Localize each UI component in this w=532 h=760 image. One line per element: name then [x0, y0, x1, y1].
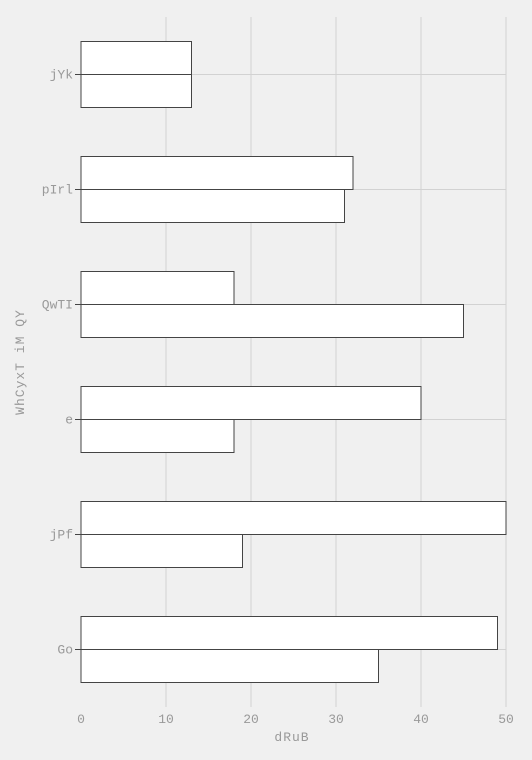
bar-pIrl-series-1 [80, 156, 354, 190]
x-tick-label: 40 [413, 712, 429, 727]
x-axis-title: dRuB [274, 730, 309, 745]
bar-Go-series-1 [80, 616, 498, 650]
x-tick-label: 30 [328, 712, 344, 727]
y-tick-label: e [65, 413, 73, 428]
bar-QwTI-series-2 [80, 304, 464, 338]
bar-jYk-series-1 [80, 41, 192, 75]
y-axis-title: WhCyxT iM QY [13, 309, 28, 415]
bar-QwTI-series-1 [80, 271, 235, 305]
x-tick-label: 10 [158, 712, 174, 727]
y-tick-label: Go [57, 643, 73, 658]
bar-jPf-series-1 [80, 501, 507, 535]
y-tick-label: pIrl [42, 183, 73, 198]
bar-e-series-1 [80, 386, 422, 420]
x-tick-label: 20 [243, 712, 259, 727]
bar-Go-series-2 [80, 649, 379, 683]
x-axis-ticks: 0 10 20 30 40 50 [77, 712, 514, 727]
bar-jYk-series-2 [80, 74, 192, 108]
bars [80, 41, 507, 683]
bar-e-series-2 [80, 419, 235, 453]
y-tick-label: jPf [50, 528, 73, 543]
bar-pIrl-series-2 [80, 189, 345, 223]
bar-jPf-series-2 [80, 534, 243, 568]
x-tick-label: 0 [77, 712, 85, 727]
y-tick-label: jYk [50, 68, 74, 83]
y-tick-label: QwTI [42, 298, 73, 313]
x-tick-label: 50 [498, 712, 514, 727]
